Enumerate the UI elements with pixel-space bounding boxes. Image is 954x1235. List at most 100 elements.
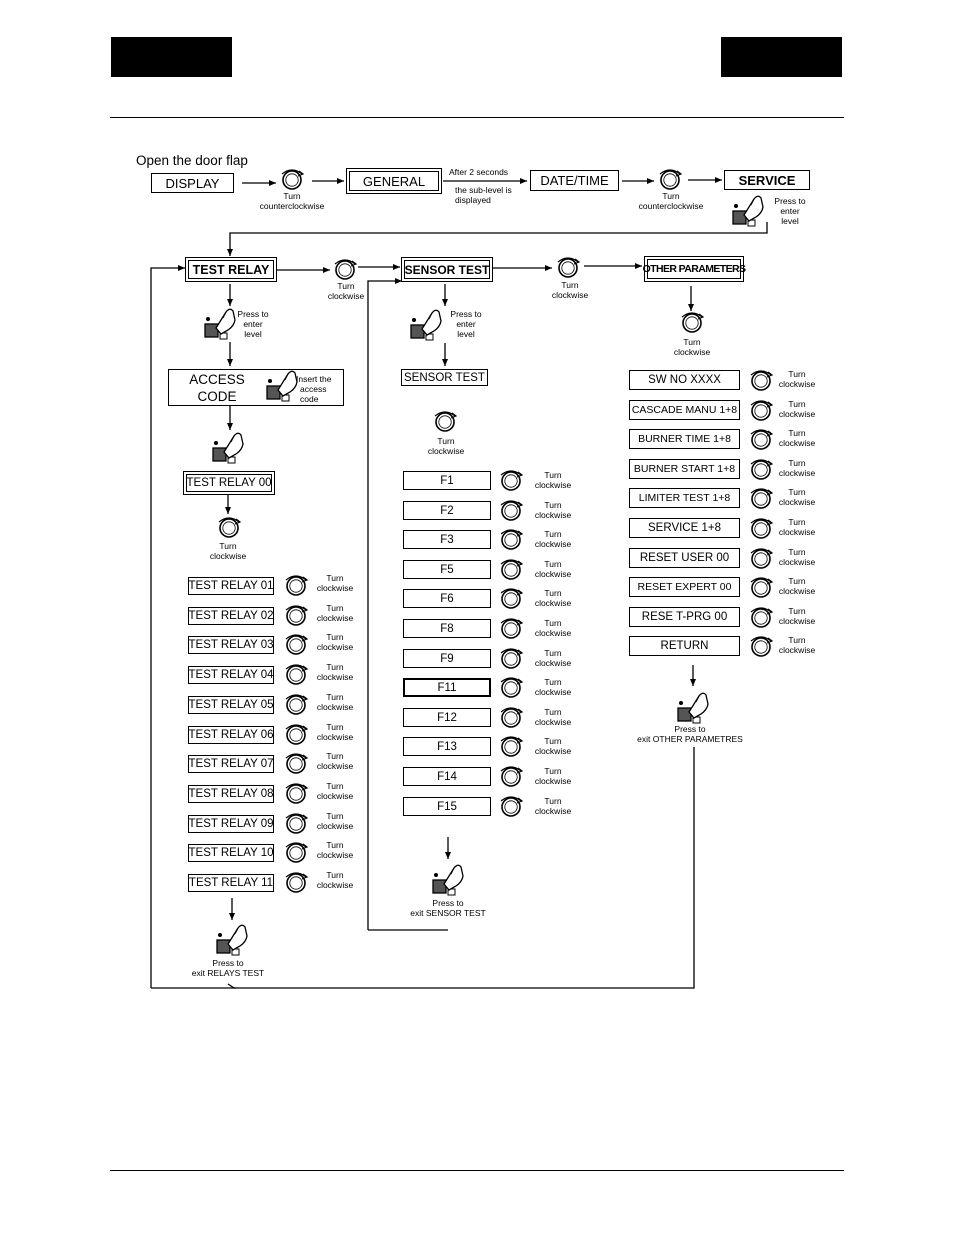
sensor-turn-caption-line1: Turn bbox=[544, 470, 562, 480]
relay-item-box: TEST RELAY 11 bbox=[188, 874, 274, 892]
turn-ccw-caption-1-line1: Turn bbox=[283, 191, 301, 201]
sensor-turn-caption-line1: Turn bbox=[544, 500, 562, 510]
sensor-turn-caption-line1: Turn bbox=[544, 559, 562, 569]
exit-sensor-label: exit SENSOR TEST bbox=[410, 908, 486, 918]
other-turn-caption-line1: Turn bbox=[788, 458, 806, 468]
after-note-line2: the sub-level is bbox=[455, 185, 512, 195]
sensor-knob-icon-svg bbox=[500, 648, 524, 669]
relay-knob-icon-svg bbox=[285, 664, 309, 685]
after-note-line1: After 2 seconds bbox=[449, 167, 509, 177]
turn-cw-caption-sensor-line2: clockwise bbox=[551, 290, 589, 300]
exit-relays-press: Press to bbox=[212, 958, 244, 968]
relay-knob-icon-svg bbox=[285, 872, 309, 893]
exit-sensor-press: Press to bbox=[432, 898, 464, 908]
other-item-box: RESET EXPERT 00 bbox=[629, 577, 740, 597]
sensor-knob-icon bbox=[498, 706, 524, 735]
relay-knob-icon bbox=[283, 663, 309, 692]
other-item-box: BURNER START 1+8 bbox=[629, 459, 740, 479]
press-enter-caption-sensor-line3: level bbox=[457, 329, 475, 339]
other-turn-caption-line1: Turn bbox=[788, 487, 806, 497]
sensor-knob-icon-svg bbox=[500, 470, 524, 491]
sensor-knob-icon bbox=[498, 795, 524, 824]
other-knob-icon-svg bbox=[750, 636, 774, 657]
relay-turn-caption-line2: clockwise bbox=[316, 702, 354, 712]
turn-ccw-caption-2-line1: Turn bbox=[662, 191, 680, 201]
relay-turn-caption-line1: Turn bbox=[326, 722, 344, 732]
sensor-knob-icon bbox=[498, 735, 524, 764]
press-enter-caption-service-line2: enter bbox=[780, 206, 800, 216]
sensor-item-box: F13 bbox=[403, 737, 491, 756]
access-label: ACCESS bbox=[189, 372, 245, 387]
press-enter-caption-relay-line1: Press to bbox=[237, 309, 269, 319]
press-exit-relay-icon bbox=[214, 922, 250, 965]
relay-knob-icon bbox=[283, 782, 309, 811]
relay-item-box: TEST RELAY 10 bbox=[188, 844, 274, 862]
press-exit-relay-icon-svg bbox=[216, 924, 248, 956]
sensor-turn-caption-line2: clockwise bbox=[534, 687, 572, 697]
insert-line1: Insert the bbox=[296, 374, 332, 384]
turn-cw-caption-relay00-line1: Turn bbox=[219, 541, 237, 551]
sensor-item-box: F5 bbox=[403, 560, 491, 579]
sensor-item-box: F12 bbox=[403, 708, 491, 727]
sensor-turn-caption-line1: Turn bbox=[544, 766, 562, 776]
press-confirm-code-icon bbox=[210, 430, 246, 473]
knob-icon-sensor-sub bbox=[432, 410, 458, 439]
other-knob-icon-svg bbox=[750, 577, 774, 598]
sensor-turn-caption-line1: Turn bbox=[544, 588, 562, 598]
insert-line3: code bbox=[300, 394, 319, 404]
sensor-knob-icon bbox=[498, 558, 524, 587]
other-turn-caption-line2: clockwise bbox=[778, 586, 816, 596]
relay-turn-caption-line1: Turn bbox=[326, 632, 344, 642]
sensor-turn-caption-line2: clockwise bbox=[534, 510, 572, 520]
sensor-knob-icon bbox=[498, 617, 524, 646]
other-knob-icon-svg bbox=[750, 548, 774, 569]
access-code-label: ACCESS CODE bbox=[175, 371, 259, 405]
other-turn-caption-line2: clockwise bbox=[778, 527, 816, 537]
press-enter-service-icon-svg bbox=[732, 195, 764, 227]
press-enter-caption-service-line3: level bbox=[781, 216, 799, 226]
relay-turn-caption-line2: clockwise bbox=[316, 761, 354, 771]
other-knob-icon bbox=[748, 576, 774, 605]
other-item-box: SERVICE 1+8 bbox=[629, 518, 740, 538]
sensor-turn-caption-line2: clockwise bbox=[534, 569, 572, 579]
press-enter-caption-relay-line2: enter bbox=[243, 319, 263, 329]
other-turn-caption-line1: Turn bbox=[788, 606, 806, 616]
sensor-turn-caption-line1: Turn bbox=[544, 796, 562, 806]
other-knob-icon bbox=[748, 487, 774, 516]
exit-other-label: exit OTHER PARAMETRES bbox=[637, 734, 743, 744]
relay-turn-caption-line2: clockwise bbox=[316, 642, 354, 652]
after-note-line3: displayed bbox=[455, 195, 491, 205]
relay-knob-icon bbox=[283, 871, 309, 900]
press-enter-sensor-icon bbox=[408, 307, 444, 350]
relay-item-box: TEST RELAY 04 bbox=[188, 666, 274, 684]
service-box: SERVICE bbox=[724, 170, 810, 190]
other-knob-icon bbox=[748, 547, 774, 576]
relay-turn-caption-line1: Turn bbox=[326, 781, 344, 791]
sensor-knob-icon-svg bbox=[500, 529, 524, 550]
other-item-box: RESE T-PRG 00 bbox=[629, 607, 740, 627]
press-enter-sensor-icon-svg bbox=[410, 309, 442, 341]
sensor-turn-caption-line2: clockwise bbox=[534, 746, 572, 756]
other-turn-caption-line1: Turn bbox=[788, 576, 806, 586]
sensor-turn-caption-line1: Turn bbox=[544, 736, 562, 746]
knob-icon-1-svg bbox=[281, 169, 305, 190]
sensor-knob-icon bbox=[498, 528, 524, 557]
